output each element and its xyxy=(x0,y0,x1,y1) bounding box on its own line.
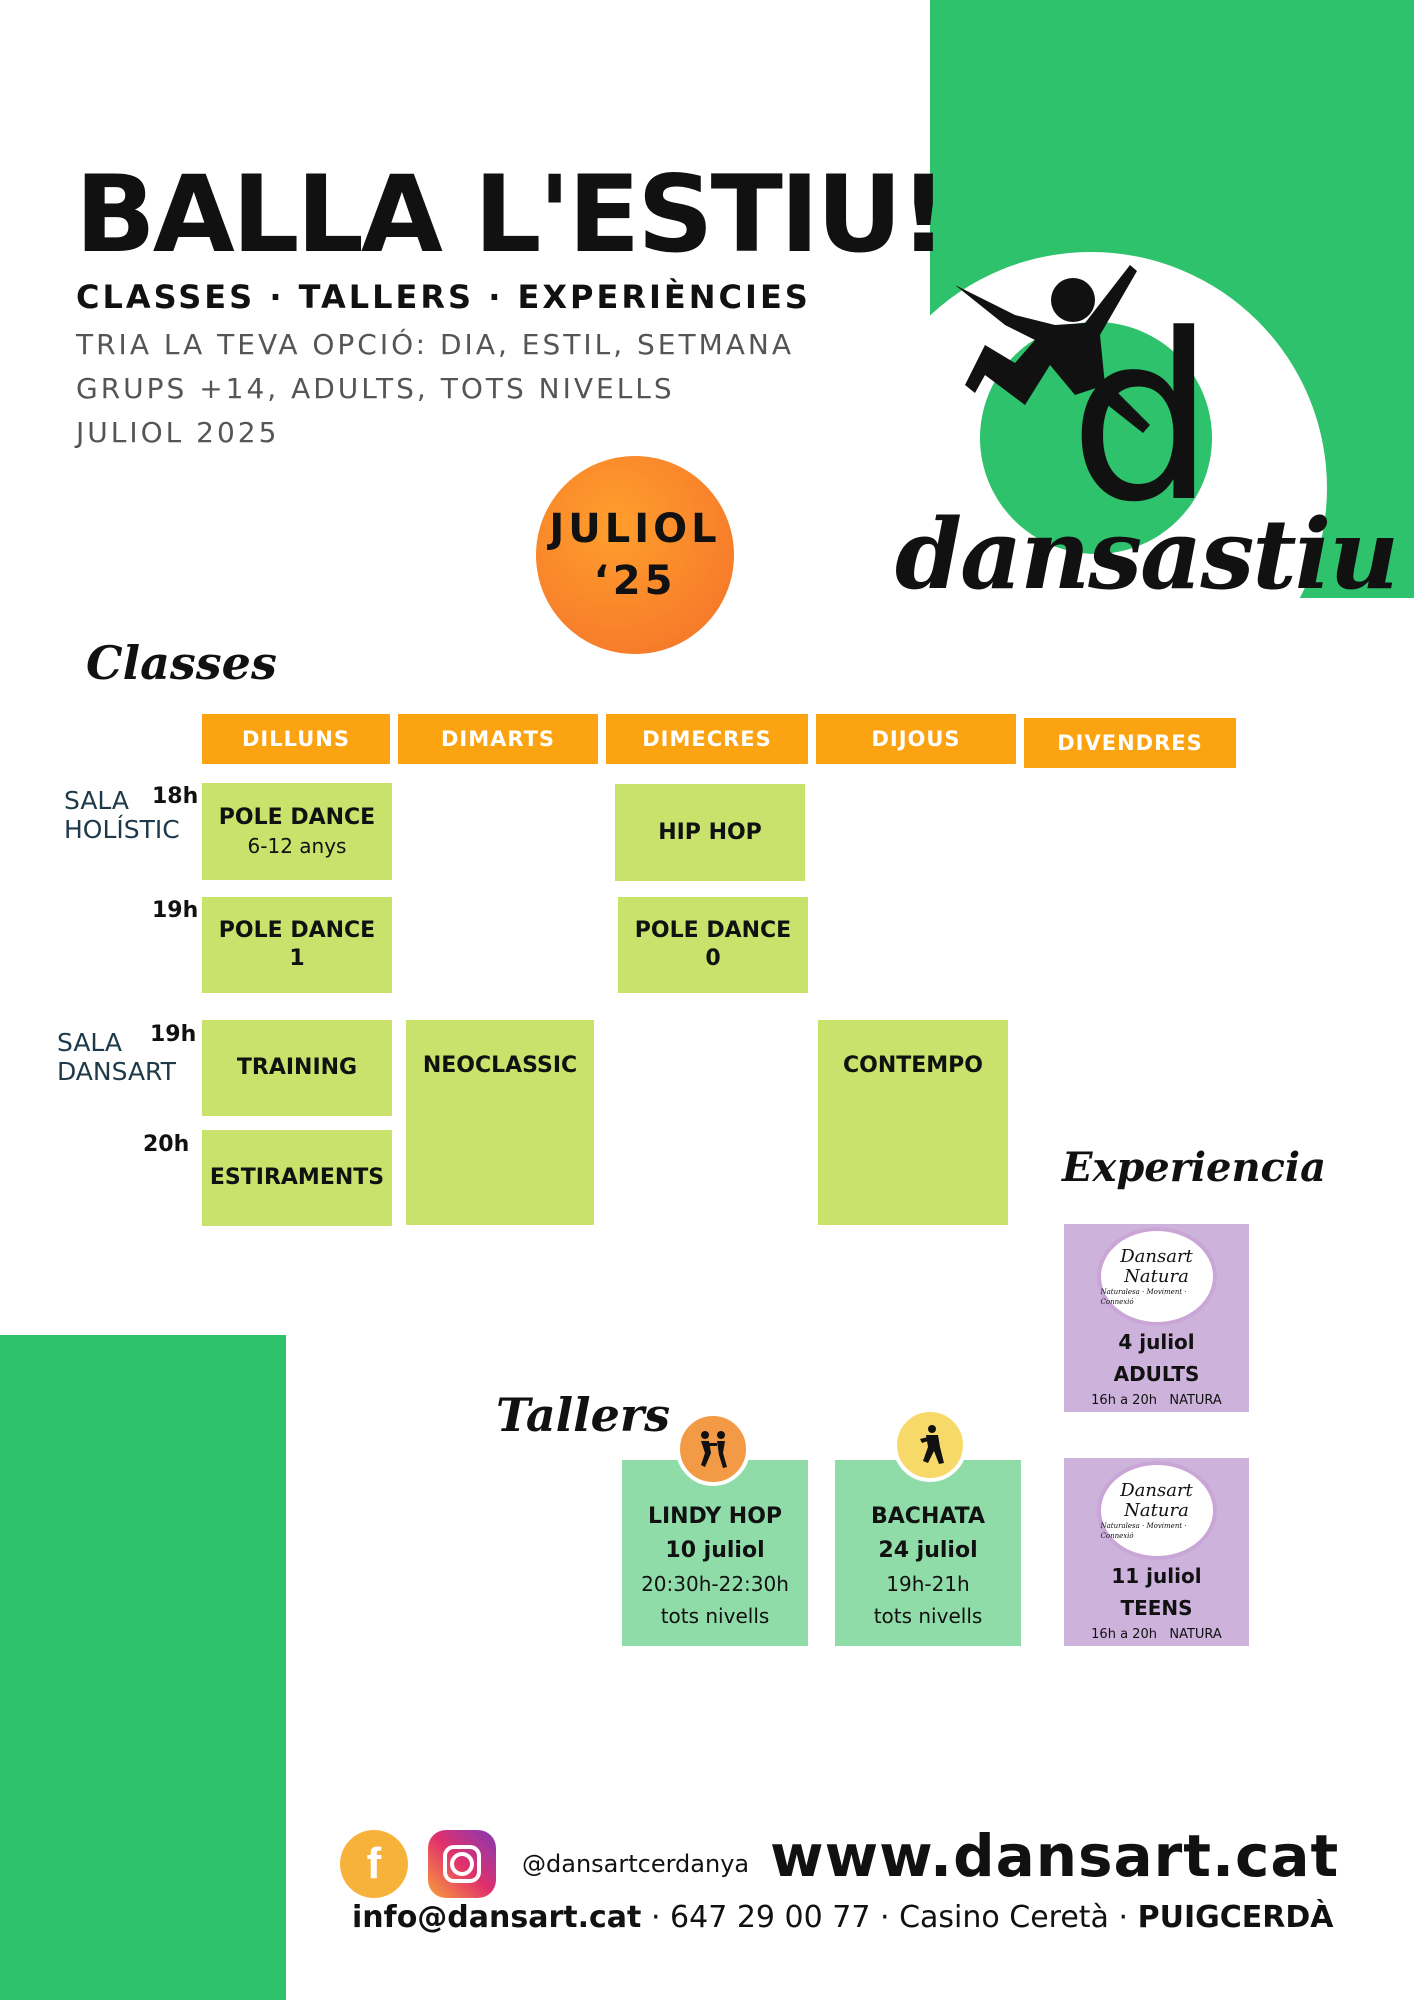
logo-line1: Dansart xyxy=(1120,1479,1193,1501)
website-link[interactable]: www.dansart.cat xyxy=(770,1822,1340,1890)
experience-card-teens[interactable]: Dansart Natura Naturalesa · Moviment · C… xyxy=(1064,1458,1249,1646)
page-subtitle: CLASSES · TALLERS · EXPERIÈNCIES xyxy=(76,278,811,316)
day-header-thursday: DIJOUS xyxy=(816,714,1016,764)
class-neoclassic[interactable]: NEOCLASSIC xyxy=(406,1020,594,1225)
class-title: CONTEMPO xyxy=(842,1053,983,1078)
section-title-experiencia: Experiencia xyxy=(1062,1144,1327,1191)
class-title: TRAINING xyxy=(236,1055,358,1080)
class-pole-dance-kids[interactable]: POLE DANCE 6-12 anys xyxy=(202,783,392,880)
month-badge: JULIOL ‘25 xyxy=(536,456,734,654)
logo-wordmark: dansastiu xyxy=(895,498,1399,611)
jumping-dancer-icon xyxy=(955,265,1150,433)
instagram-frame xyxy=(443,1845,481,1883)
workshop-card-bachata[interactable]: BACHATA 24 juliol 19h-21h tots nivells xyxy=(835,1460,1021,1646)
experience-place: NATURA xyxy=(1169,1627,1222,1642)
class-title: ESTIRAMENTS xyxy=(209,1165,385,1190)
dansart-natura-logo: Dansart Natura Naturalesa · Moviment · C… xyxy=(1096,1227,1217,1326)
workshop-level: tots nivells xyxy=(660,1604,770,1628)
workshop-level: tots nivells xyxy=(873,1604,983,1628)
badge-month: JULIOL xyxy=(549,506,721,552)
class-title: HIP HOP xyxy=(658,819,762,845)
city-name: PUIGCERDÀ xyxy=(1137,1900,1334,1935)
section-title-classes: Classes xyxy=(86,636,277,690)
experience-date: 11 juliol xyxy=(1111,1564,1202,1588)
class-estiraments[interactable]: ESTIRAMENTS xyxy=(202,1130,392,1226)
social-handle[interactable]: @dansartcerdanya xyxy=(522,1850,750,1878)
experience-place: NATURA xyxy=(1169,1393,1222,1408)
class-title: POLE DANCE xyxy=(218,804,376,830)
logo-tagline: Naturalesa · Moviment · Connexió xyxy=(1100,1287,1187,1306)
day-header-tuesday: DIMARTS xyxy=(398,714,598,764)
experience-date: 4 juliol xyxy=(1118,1330,1195,1354)
class-level: 1 xyxy=(289,946,305,971)
workshop-date: 10 juliol xyxy=(665,1538,765,1563)
experience-group: ADULTS xyxy=(1113,1362,1200,1386)
class-contempo[interactable]: CONTEMPO xyxy=(818,1020,1008,1225)
day-header-friday: DIVENDRES xyxy=(1024,718,1236,768)
phone-number[interactable]: 647 29 00 77 xyxy=(670,1900,871,1935)
facebook-icon[interactable]: f xyxy=(340,1830,408,1898)
lindy-dancers-glyph xyxy=(701,1431,727,1468)
contact-line: info@dansart.cat · 647 29 00 77 · Casino… xyxy=(352,1900,1333,1935)
experience-card-adults[interactable]: Dansart Natura Naturalesa · Moviment · C… xyxy=(1064,1224,1249,1412)
bachata-dancers-glyph xyxy=(920,1425,944,1464)
experience-time-place: 16h a 20h NATURA xyxy=(1091,1624,1222,1646)
logo-letter: d xyxy=(1069,286,1215,553)
logo-line2: Natura xyxy=(1124,1265,1189,1287)
workshop-time: 20:30h-22:30h xyxy=(641,1572,789,1596)
class-pole-dance-1[interactable]: POLE DANCE 1 xyxy=(202,897,392,993)
workshop-card-lindy-hop[interactable]: LINDY HOP 10 juliol 20:30h-22:30h tots n… xyxy=(622,1460,808,1646)
class-hip-hop[interactable]: HIP HOP xyxy=(615,784,805,881)
info-line-options: TRIA LA TEVA OPCIÓ: DIA, ESTIL, SETMANA xyxy=(76,328,794,361)
logo-line1: Dansart xyxy=(1120,1245,1193,1267)
separator: · xyxy=(879,1900,890,1935)
class-pole-dance-0[interactable]: POLE DANCE 0 xyxy=(618,897,808,993)
hour-label-19h-holistic: 19h xyxy=(152,898,199,923)
class-level: 0 xyxy=(705,946,721,971)
class-title: NEOCLASSIC xyxy=(422,1053,578,1078)
instagram-icon[interactable] xyxy=(428,1830,496,1898)
info-line-month: JULIOL 2025 xyxy=(76,416,280,449)
section-title-tallers: Tallers xyxy=(496,1388,670,1442)
page-title: BALLA L'ESTIU! xyxy=(75,153,948,276)
separator: · xyxy=(650,1900,661,1935)
class-training[interactable]: TRAINING xyxy=(202,1020,392,1116)
lindy-dancers-icon xyxy=(676,1412,750,1486)
separator: · xyxy=(1118,1900,1129,1935)
badge-year: ‘25 xyxy=(593,558,677,604)
experience-time: 16h a 20h xyxy=(1091,1627,1157,1642)
day-header-wednesday: DIMECRES xyxy=(606,714,808,764)
experience-time-place: 16h a 20h NATURA xyxy=(1091,1390,1222,1412)
experience-time: 16h a 20h xyxy=(1091,1393,1157,1408)
bachata-dancers-icon xyxy=(893,1408,967,1482)
workshop-time: 19h-21h xyxy=(886,1572,970,1596)
class-detail: 6-12 anys xyxy=(247,833,347,858)
workshop-date: 24 juliol xyxy=(878,1538,978,1563)
hour-label-18h: 18h xyxy=(152,784,199,809)
green-corner-bottom xyxy=(0,1335,286,2000)
logo-line2: Natura xyxy=(1124,1499,1189,1521)
hour-label-20h: 20h xyxy=(143,1132,190,1157)
experience-group: TEENS xyxy=(1120,1596,1193,1620)
workshop-name: LINDY HOP xyxy=(647,1504,783,1529)
hour-label-19h-dansart: 19h xyxy=(150,1022,197,1047)
day-header-monday: DILLUNS xyxy=(202,714,390,764)
class-title: POLE DANCE xyxy=(634,918,792,943)
email-link[interactable]: info@dansart.cat xyxy=(352,1900,642,1935)
instagram-lens xyxy=(450,1852,474,1876)
info-line-groups: GRUPS +14, ADULTS, TOTS NIVELLS xyxy=(76,372,675,405)
class-title: POLE DANCE xyxy=(218,918,376,943)
room-label-dansart: SALA DANSART xyxy=(57,1028,176,1086)
dansart-natura-logo: Dansart Natura Naturalesa · Moviment · C… xyxy=(1096,1461,1217,1560)
workshop-name: BACHATA xyxy=(871,1504,985,1529)
venue-name: Casino Ceretà xyxy=(899,1900,1109,1935)
logo-tagline: Naturalesa · Moviment · Connexió xyxy=(1100,1521,1187,1540)
room-label-holistic: SALA HOLÍSTIC xyxy=(64,786,180,844)
